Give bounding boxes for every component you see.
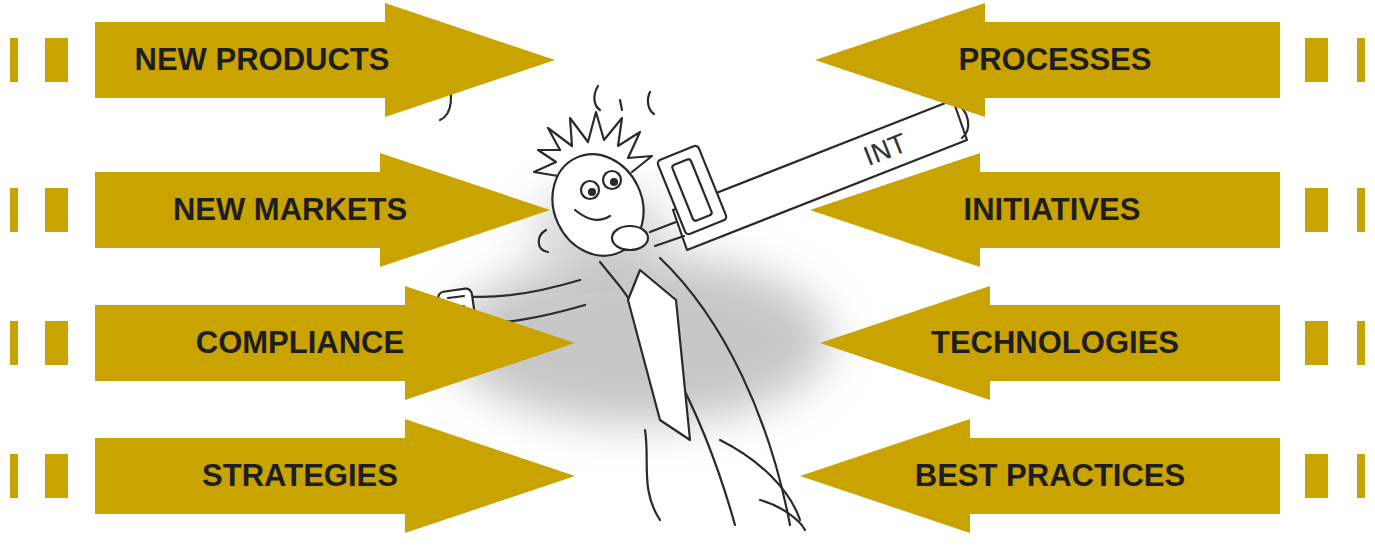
edge-bar xyxy=(1305,38,1328,82)
edge-bar xyxy=(45,321,68,365)
arrow-band: COMPLIANCE xyxy=(95,286,575,400)
shirt-line xyxy=(645,430,660,520)
arrow-band: BEST PRACTICES xyxy=(800,419,1280,533)
arrow-band: INITIATIVES xyxy=(810,153,1280,267)
tube-mouthpiece xyxy=(655,236,684,246)
torso-line xyxy=(600,262,735,525)
tube-mouthpiece xyxy=(650,222,676,232)
necktie xyxy=(628,270,690,440)
ear xyxy=(539,230,548,252)
arrow-label: INITIATIVES xyxy=(822,172,1282,248)
edge-bar xyxy=(10,321,18,365)
edge-bars xyxy=(10,38,1365,498)
pupil xyxy=(611,179,617,185)
arrow-band: NEW PRODUCTS xyxy=(95,3,555,117)
sweat-mark xyxy=(594,86,600,110)
eye xyxy=(603,171,621,189)
edge-bar xyxy=(1357,321,1365,365)
open-mouth xyxy=(612,226,648,250)
arrow-label: NEW PRODUCTS xyxy=(32,22,492,98)
edge-bar xyxy=(45,188,68,232)
edge-bar xyxy=(1357,38,1365,82)
tube-clamp xyxy=(671,158,712,221)
arrow-label: COMPLIANCE xyxy=(70,305,530,381)
sweat-mark xyxy=(620,100,622,110)
leg-line xyxy=(720,440,800,520)
edge-bar xyxy=(1305,454,1328,498)
shoe-line xyxy=(760,500,805,530)
edge-bar xyxy=(1357,188,1365,232)
edge-bar xyxy=(10,454,18,498)
sweat-mark xyxy=(648,92,654,114)
arrow-label: PROCESSES xyxy=(825,22,1285,98)
tube-lettering: INT xyxy=(845,122,926,179)
eye xyxy=(581,181,599,199)
edge-bar xyxy=(1305,188,1328,232)
edge-bar xyxy=(45,454,68,498)
arrow-label: BEST PRACTICES xyxy=(820,438,1280,514)
nose xyxy=(575,210,610,220)
edge-bar xyxy=(1357,454,1365,498)
arm xyxy=(462,280,580,297)
arrow-band: TECHNOLOGIES xyxy=(820,286,1280,400)
arrow-label: NEW MARKETS xyxy=(60,172,520,248)
arrow-label: STRATEGIES xyxy=(70,438,530,514)
head xyxy=(536,139,660,270)
arrow-band: NEW MARKETS xyxy=(95,153,550,267)
pupil xyxy=(589,189,595,195)
arrow-band: STRATEGIES xyxy=(95,419,575,533)
arrow-label: TECHNOLOGIES xyxy=(825,305,1285,381)
arrow-fill xyxy=(800,419,1280,533)
tube-clamp xyxy=(657,145,728,236)
edge-bar xyxy=(10,38,18,82)
arrow-band: PROCESSES xyxy=(815,3,1280,117)
edge-bar xyxy=(1305,321,1328,365)
edge-bar xyxy=(10,188,18,232)
spiky-hair xyxy=(534,150,560,176)
edge-bar xyxy=(45,38,68,82)
